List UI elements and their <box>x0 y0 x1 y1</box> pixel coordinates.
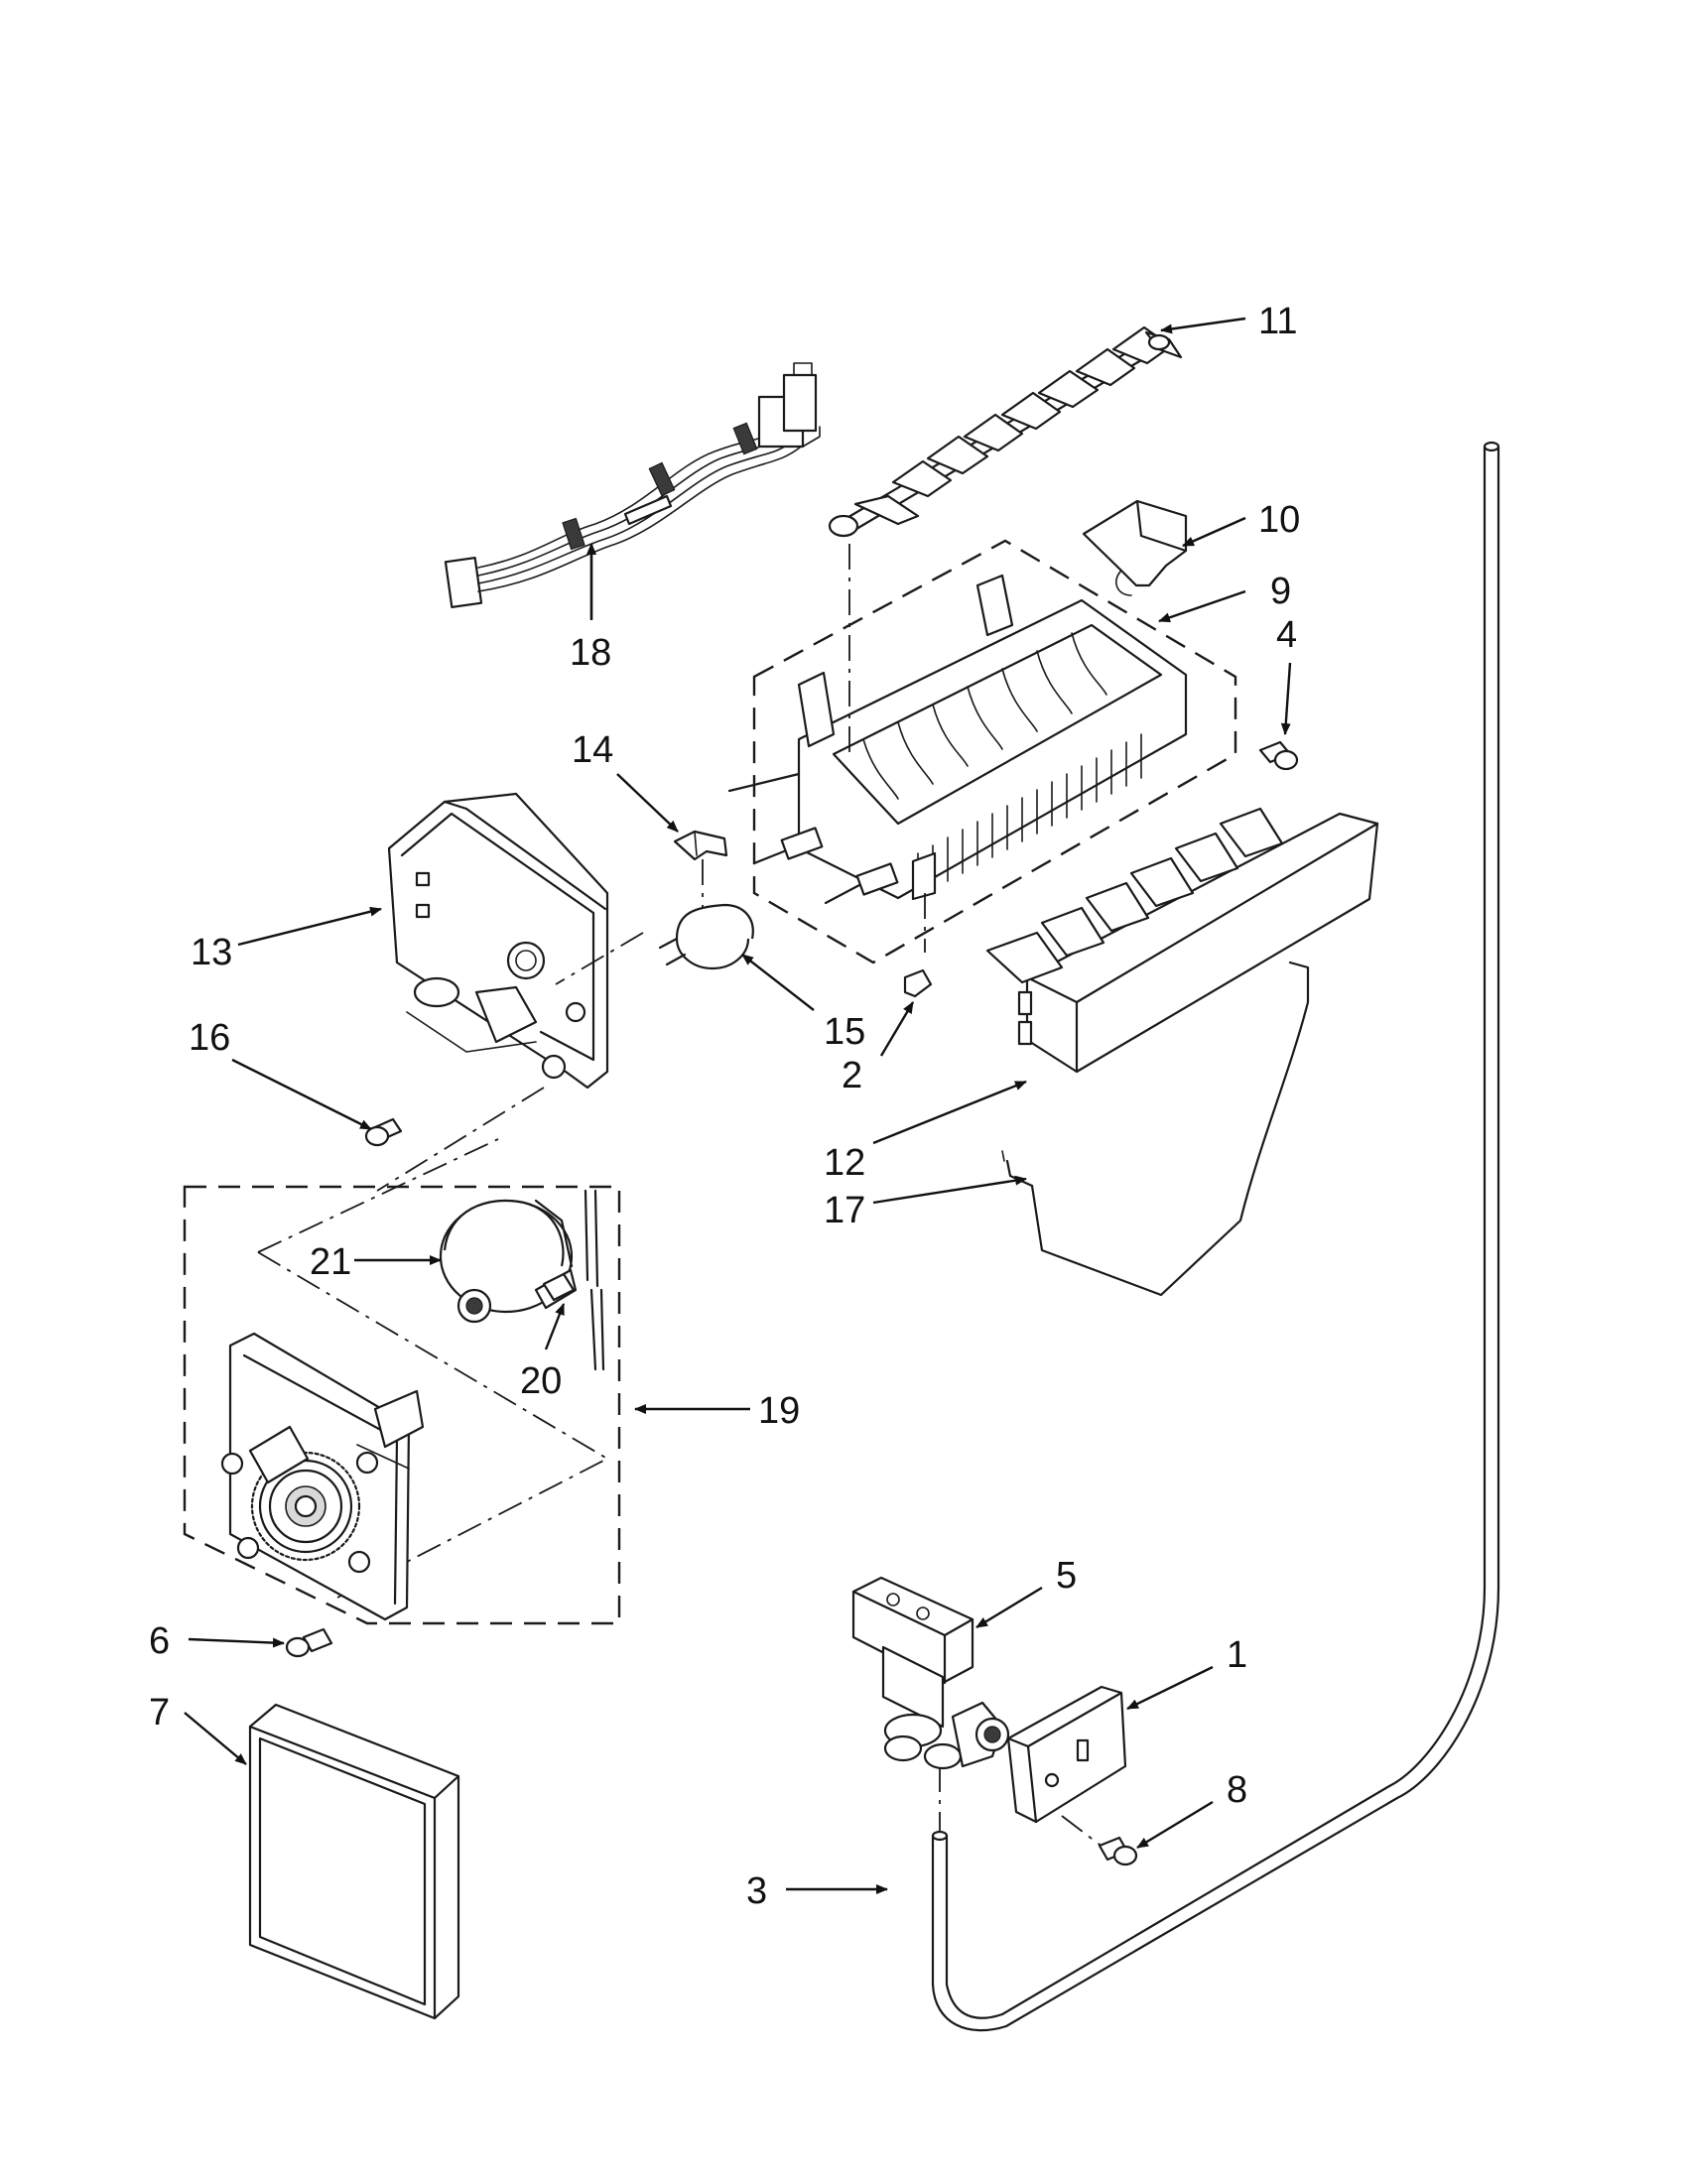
leader-2 <box>879 1001 915 1057</box>
control-module-dashed-outline <box>183 1185 621 1625</box>
leader-15 <box>741 954 815 1011</box>
callout-20: 20 <box>520 1360 562 1402</box>
leader-13 <box>237 906 382 947</box>
wire-harness-part <box>444 362 821 608</box>
leader-lines <box>184 317 1292 1894</box>
callout-5: 5 <box>1056 1555 1077 1597</box>
base-screw-part <box>285 1627 333 1658</box>
leader-17 <box>872 1175 1027 1205</box>
fill-cup-part <box>1082 499 1188 596</box>
housing-screw-part <box>364 1117 403 1147</box>
callout-3: 3 <box>746 1870 767 1912</box>
leader-16 <box>231 1058 372 1131</box>
callout-4: 4 <box>1276 614 1297 656</box>
leader-12 <box>872 1080 1027 1145</box>
callout-9: 9 <box>1270 571 1291 612</box>
mold-screw-part <box>1258 740 1299 771</box>
thermostat-part <box>658 903 754 970</box>
callout-11: 11 <box>1258 301 1297 342</box>
callout-21: 21 <box>310 1241 351 1283</box>
callout-7: 7 <box>149 1692 170 1734</box>
leader-5 <box>975 1586 1043 1629</box>
module-base-part <box>220 1332 425 1621</box>
callout-2: 2 <box>842 1055 862 1096</box>
leader-10 <box>1182 516 1246 548</box>
leader-14 <box>616 773 679 833</box>
water-tube-part <box>931 441 1500 2032</box>
leader-6 <box>188 1637 285 1648</box>
callout-15: 15 <box>824 1011 865 1053</box>
leader-8 <box>1136 1800 1214 1850</box>
motor-clip-part <box>673 830 728 861</box>
motor-part <box>439 1189 599 1324</box>
leader-1 <box>1126 1665 1214 1711</box>
leader-9 <box>1158 589 1246 623</box>
leader-20 <box>544 1303 566 1350</box>
front-cover-part <box>248 1703 460 2020</box>
valve-bracket-part <box>1006 1685 1127 1824</box>
switch-part <box>542 1272 605 1371</box>
module-housing-part <box>387 792 609 1090</box>
callout-12: 12 <box>824 1142 865 1184</box>
callout-19: 19 <box>758 1390 800 1432</box>
leader-4 <box>1280 662 1292 735</box>
callout-6: 6 <box>149 1620 170 1662</box>
leader-7 <box>184 1712 247 1765</box>
water-valve-part <box>851 1576 1010 1770</box>
callout-17: 17 <box>824 1190 865 1231</box>
callout-13: 13 <box>191 932 232 973</box>
callout-14: 14 <box>572 729 613 771</box>
ice-stripper-part <box>985 807 1379 1074</box>
callout-1: 1 <box>1227 1634 1247 1676</box>
callout-8: 8 <box>1227 1769 1247 1811</box>
mold-assembly-dashed-outline <box>752 539 1237 964</box>
callout-labels: 11 10 9 4 18 14 13 15 16 2 12 17 21 20 1… <box>149 301 1300 1912</box>
bracket-screw-part <box>1098 1836 1138 1866</box>
leader-11 <box>1160 317 1246 334</box>
callout-10: 10 <box>1258 499 1300 541</box>
mold-clip-part <box>903 968 933 998</box>
ejector-shaft-part <box>828 325 1183 538</box>
ice-mold-part <box>727 574 1188 905</box>
callout-16: 16 <box>189 1017 230 1059</box>
callout-18: 18 <box>570 632 611 674</box>
